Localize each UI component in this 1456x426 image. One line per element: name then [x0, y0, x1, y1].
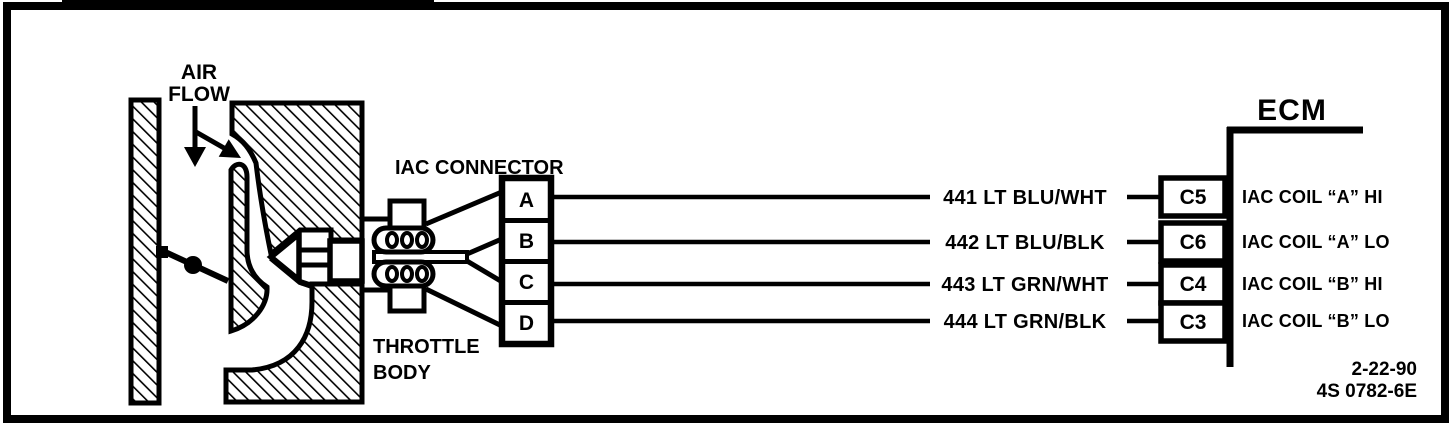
diagonal-arrow-icon [218, 139, 241, 158]
air-flow-label-line2: FLOW [168, 83, 230, 106]
iac-pintle [266, 228, 302, 286]
wire-442: 442 LT BLU/BLK [551, 232, 1161, 254]
motor-lead-a [425, 188, 505, 227]
body-lower-block [223, 281, 365, 405]
coil-windings-icon [385, 231, 429, 283]
ecm-pin-box-c5 [1158, 175, 1228, 219]
pin-c-label: C [519, 271, 534, 294]
throttle-body-label-line2: BODY [373, 362, 431, 384]
throttle-body-label-line1: THROTTLE [373, 336, 480, 358]
throttle-plate-pivot [184, 256, 202, 274]
body-inner-wall [228, 161, 270, 335]
diagonal-arrow-shaft [194, 129, 226, 151]
ecm-pin-label-c5: C5 [1180, 186, 1207, 209]
motor-lead-b [466, 235, 505, 257]
air-flow-label-line1: AIR [181, 61, 217, 84]
wire-443: 443 LT GRN/WHT [551, 274, 1161, 296]
iac-connector-label: IAC CONNECTOR [395, 157, 564, 179]
motor-lead-c [465, 258, 506, 286]
iac-motor [266, 188, 506, 330]
iac-connector: A B C D [498, 174, 555, 348]
ecm-function-label-coil-a-lo: IAC COIL “A” LO [1242, 232, 1390, 252]
pin-b-label: B [519, 230, 534, 253]
body-upper-mass [229, 100, 365, 259]
document-number: 4S 0782-6E [1317, 381, 1417, 402]
wire-label-441: 441 LT BLU/WHT [943, 187, 1107, 209]
ecm-function-label-coil-a-hi: IAC COIL “A” HI [1242, 187, 1383, 207]
ecm-function-label-coil-b-lo: IAC COIL “B” LO [1242, 311, 1390, 331]
ecm-label: ECM [1257, 94, 1327, 127]
pin-d-label: D [519, 312, 534, 335]
wire-label-444: 444 LT GRN/BLK [944, 311, 1107, 333]
ecm-block: ECM C5 C6 C4 C3 IAC COIL “A” HI IAC COIL… [1158, 94, 1390, 367]
pin-a-label: A [519, 189, 534, 212]
air-flow-callout: AIR FLOW [168, 61, 241, 167]
ecm-pin-box-c3 [1158, 300, 1228, 344]
bore-left-wall [128, 97, 162, 406]
wire-441: 441 LT BLU/WHT [551, 187, 1161, 209]
diagram-frame [3, 2, 1449, 423]
throttle-body-cross-section [128, 97, 365, 406]
iac-valve-nose [327, 238, 365, 284]
ecm-function-label-coil-b-hi: IAC COIL “B” HI [1242, 274, 1383, 294]
down-arrow-icon [184, 147, 206, 167]
wire-444: 444 LT GRN/BLK [551, 311, 1161, 333]
motor-bracket-top [387, 198, 427, 231]
wire-label-442: 442 LT BLU/BLK [945, 232, 1105, 254]
motor-lead-d [424, 286, 506, 330]
ecm-pin-label-c3: C3 [1180, 311, 1207, 334]
ecm-pin-label-c6: C6 [1180, 231, 1207, 254]
ecm-pin-label-c4: C4 [1180, 273, 1207, 296]
ecm-pin-box-c6 [1158, 220, 1228, 264]
revision-date: 2-22-90 [1352, 359, 1418, 380]
wire-label-443: 443 LT GRN/WHT [941, 274, 1108, 296]
